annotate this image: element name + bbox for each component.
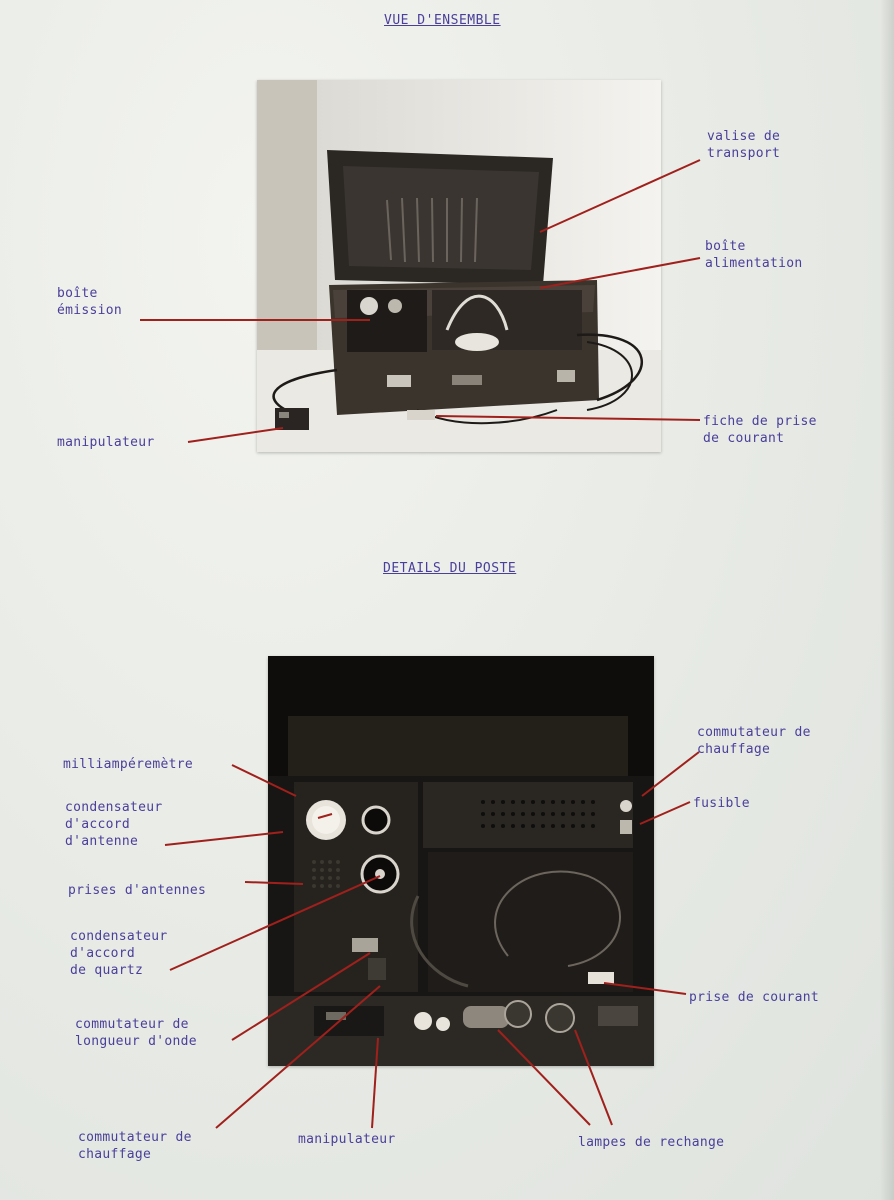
label-prises-antennes: prises d'antennes [68, 883, 207, 898]
label-commutateur-chauffage-bas: commutateur de chauffage [78, 1130, 192, 1162]
label-boite-alimentation: boîte alimentation [705, 239, 803, 271]
radio-details-image [268, 656, 654, 1066]
suitcase-radio-image [257, 80, 661, 452]
overview-photo [257, 80, 661, 452]
label-manipulateur-overview: manipulateur [57, 435, 155, 450]
label-manipulateur-details: manipulateur [298, 1132, 396, 1147]
label-fusible: fusible [693, 796, 750, 811]
label-fiche-de-prise-de-courant: fiche de prise de courant [703, 414, 817, 446]
page-edge-shadow [880, 0, 894, 1200]
details-photo [268, 656, 654, 1066]
label-commutateur-longueur-onde: commutateur de longueur d'onde [75, 1017, 197, 1049]
label-condensateur-accord-quartz: condensateur d'accord de quartz [70, 929, 168, 978]
heading-overview: VUE D'ENSEMBLE [384, 13, 501, 28]
label-condensateur-accord-antenne: condensateur d'accord d'antenne [65, 800, 163, 849]
label-valise-de-transport: valise de transport [707, 129, 781, 161]
label-commutateur-chauffage-haut: commutateur de chauffage [697, 725, 811, 757]
heading-details: DETAILS DU POSTE [383, 561, 517, 576]
label-boite-emission: boîte émission [57, 286, 123, 318]
label-prise-de-courant: prise de courant [689, 990, 820, 1005]
label-milliamperemetre: milliampéremètre [63, 757, 194, 772]
label-lampes-de-rechange: lampes de rechange [578, 1135, 725, 1150]
